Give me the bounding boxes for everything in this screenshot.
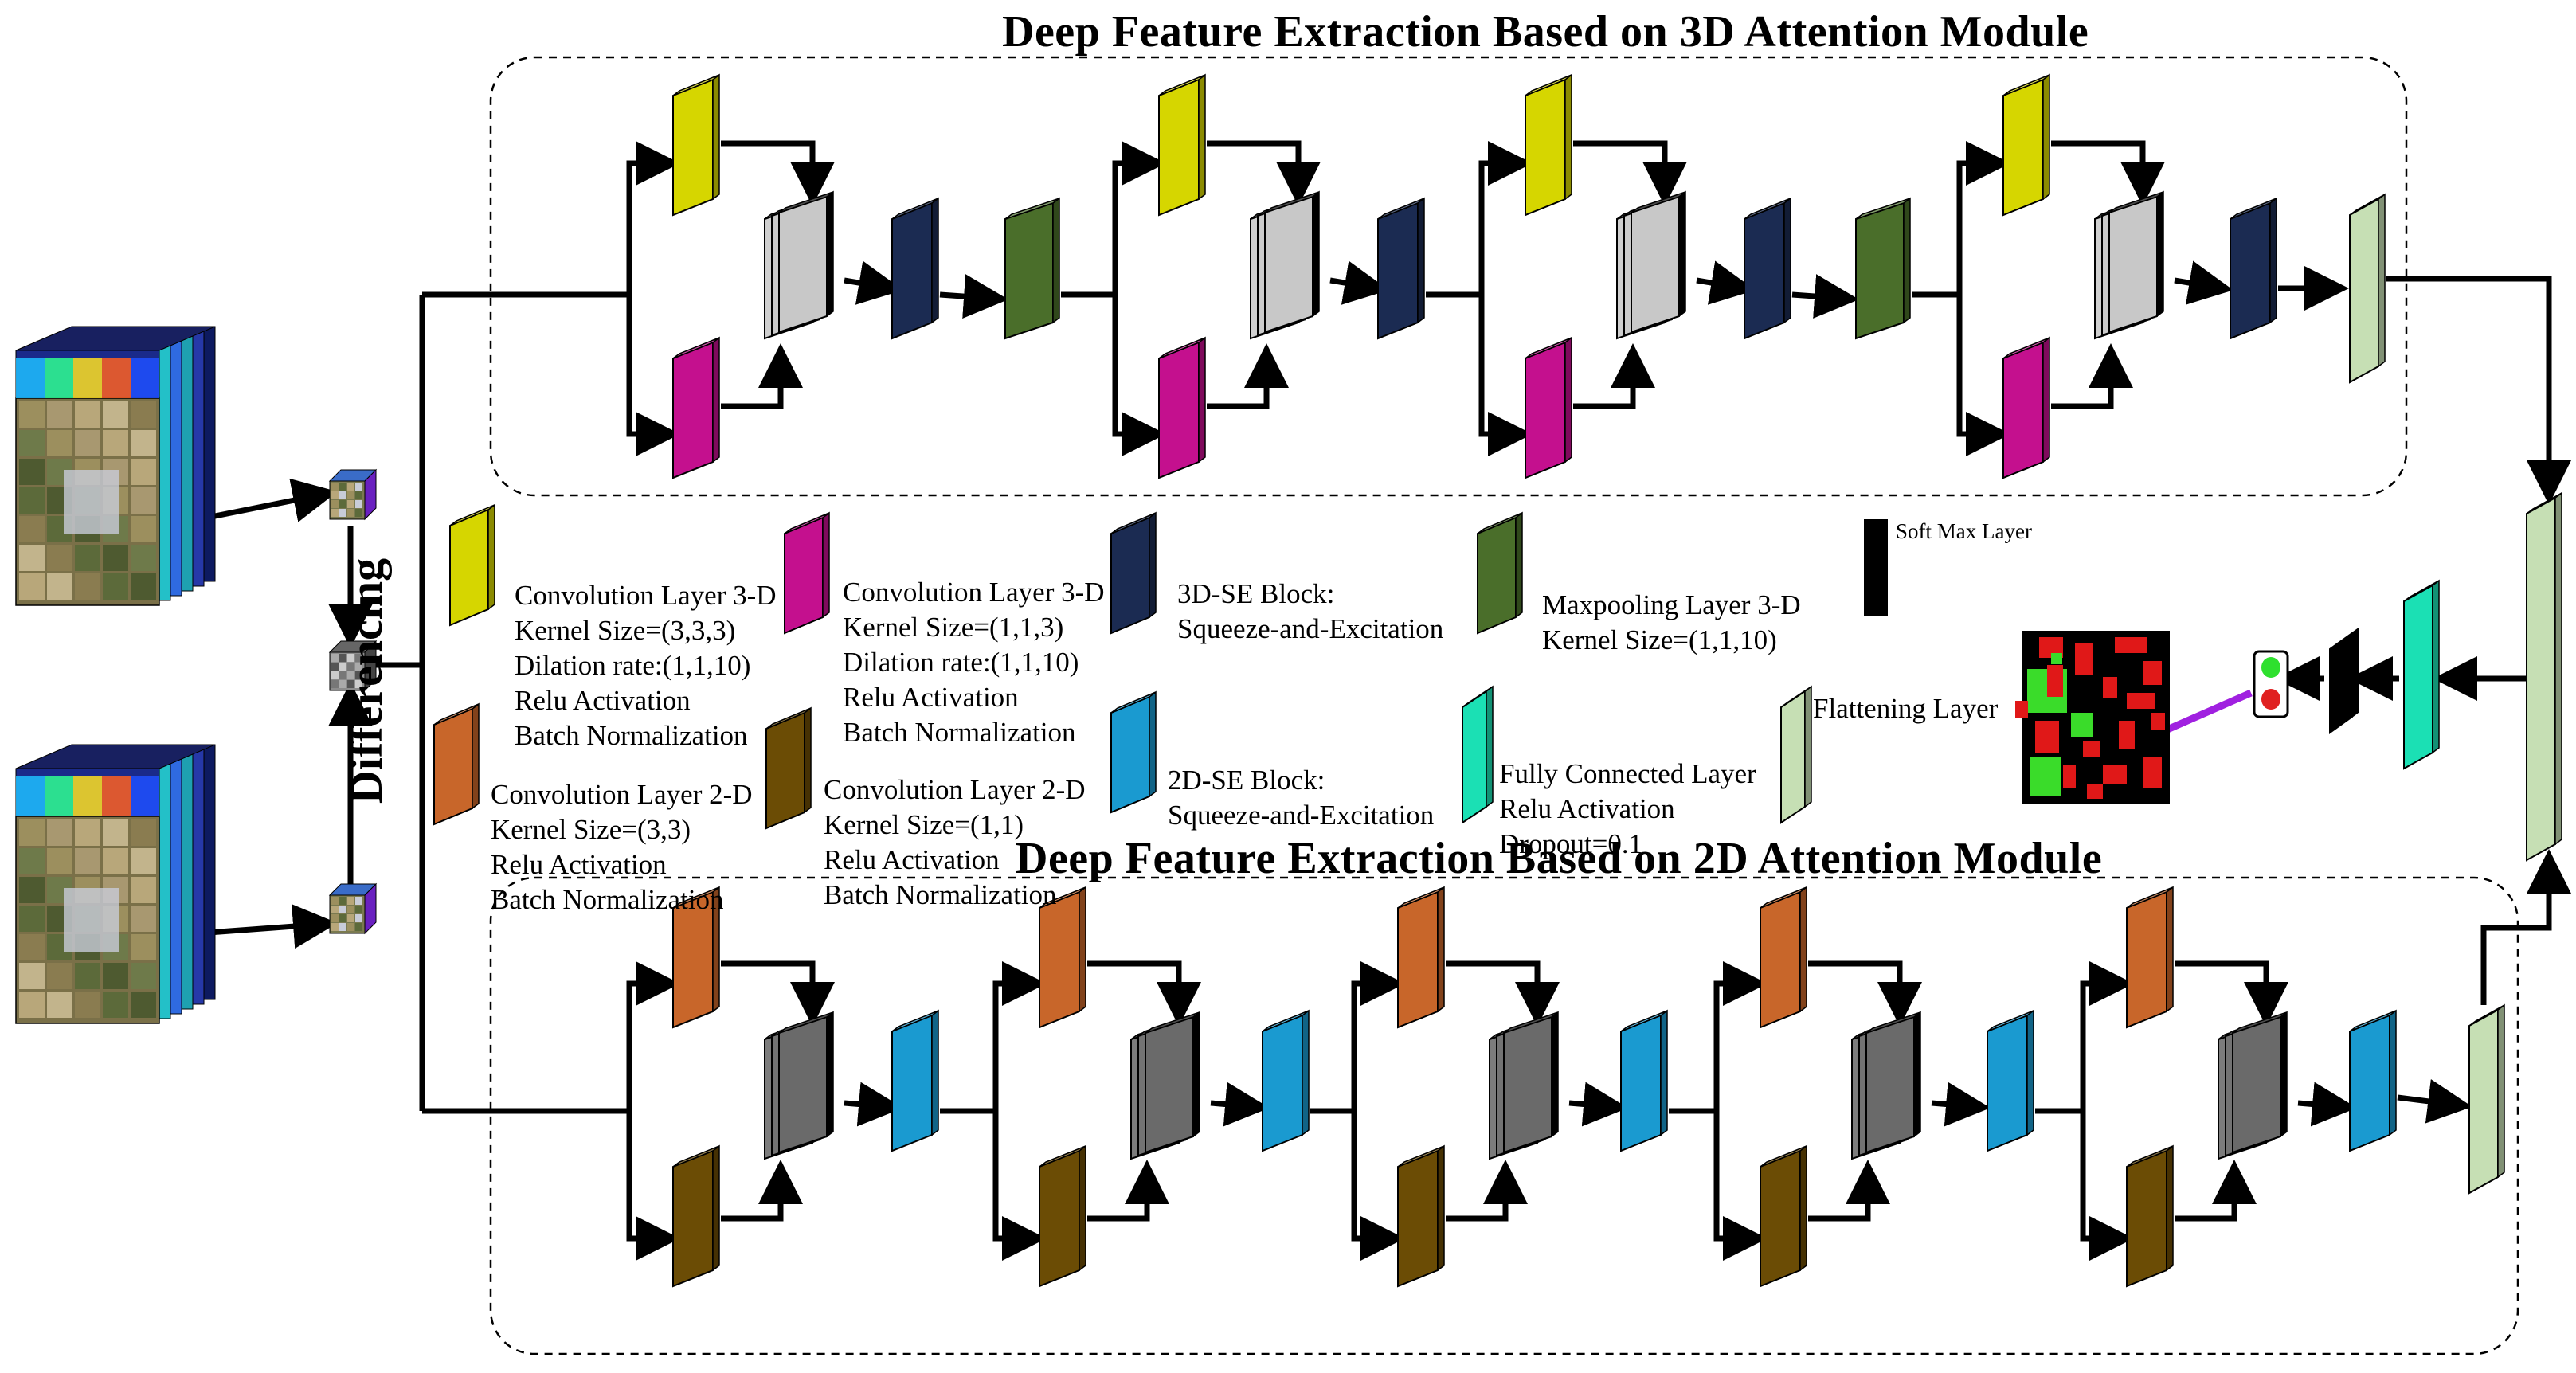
se3d-top-4 [2230,197,2277,340]
flatten-bottom [2468,1003,2505,1195]
conv3d-b-top-1 [672,336,720,479]
se2d-bot-2 [1262,1009,1310,1152]
conv3d-b-top-2 [1158,336,1206,479]
conv2d-b-bot-4 [1760,1144,1807,1288]
conv3d-a-top-2 [1158,73,1206,217]
concat-3d-top-2 [1250,190,1320,340]
concat-3d-top-4 [2094,190,2164,340]
legend-se2d-text: 2D-SE Block:Squeeze-and-Excitation [1168,765,1435,831]
concat-2d-bot-5 [2218,1011,2288,1160]
se2d-bot-3 [1620,1009,1668,1152]
legend-conv3d-a-icon [449,503,495,627]
concat-2d-bot-3 [1489,1011,1559,1160]
difference-patch [328,640,378,692]
maxpool3d-top-3 [1855,197,1911,340]
se3d-top-1 [891,197,939,340]
legend-conv3d-b-icon [784,511,830,635]
conv3d-a-top-3 [1525,73,1572,217]
change-map [2015,631,2170,804]
conv2d-b-bot-2 [1039,1144,1086,1288]
hyperspectral-cube-t1 [15,326,216,606]
conv2d-a-bot-3 [1397,886,1445,1029]
flatten-top [2349,193,2386,384]
hyperspectral-cube-t2 [15,744,216,1024]
se3d-top-2 [1377,197,1425,340]
conv2d-a-bot-2 [1039,886,1086,1029]
flatten-fused [2526,491,2562,862]
patch-t1 [328,468,378,521]
fully-connected [2403,579,2440,770]
concat-3d-top-3 [1616,190,1686,340]
top-module-title: Deep Feature Extraction Based on 3D Atte… [1002,7,2089,57]
se3d-top-3 [1744,197,1791,340]
legend-fc-icon [1462,685,1494,824]
softmax [2329,627,2359,734]
conv2d-b-bot-5 [2126,1144,2174,1288]
legend-flatten-icon [1780,685,1812,824]
patch-t2 [328,882,378,935]
concat-2d-bot-2 [1130,1011,1200,1160]
conv3d-b-top-3 [1525,336,1572,479]
legend-se2d-icon [1110,690,1157,814]
legend-maxpool3d-icon [1477,511,1523,635]
conv2d-b-bot-1 [672,1144,720,1288]
legend-softmax-text: Soft Max Layer [1896,519,2032,543]
se2d-bot-4 [1987,1009,2034,1152]
legend-se3d-icon [1110,511,1157,635]
legend-flatten-text: Flattening Layer [1813,693,1999,724]
se2d-bot-5 [2349,1009,2397,1152]
conv2d-a-bot-1 [672,886,720,1029]
legend-softmax-icon [1864,519,1888,616]
se2d-bot-1 [891,1009,939,1152]
concat-2d-bot-1 [764,1011,834,1160]
conv2d-a-bot-4 [1760,886,1807,1029]
conv2d-a-bot-5 [2126,886,2174,1029]
conv3d-b-top-4 [2002,336,2050,479]
maxpool3d-top-1 [1004,197,1060,340]
differencing-label: Differencing [340,557,392,804]
concat-2d-bot-4 [1851,1011,1921,1160]
conv3d-a-top-4 [2002,73,2050,217]
bottom-module-title: Deep Feature Extraction Based on 2D Atte… [1016,834,2103,883]
legend-se3d-text: 3D-SE Block:Squeeze-and-Excitation [1177,578,1444,644]
concat-3d-top-1 [764,190,834,340]
conv2d-b-bot-3 [1397,1144,1445,1288]
legend-conv2d-a-icon [433,702,480,826]
conv3d-a-top-1 [672,73,720,217]
legend-conv2d-b-icon [765,706,812,830]
binary-output-indicator [2253,650,2289,718]
